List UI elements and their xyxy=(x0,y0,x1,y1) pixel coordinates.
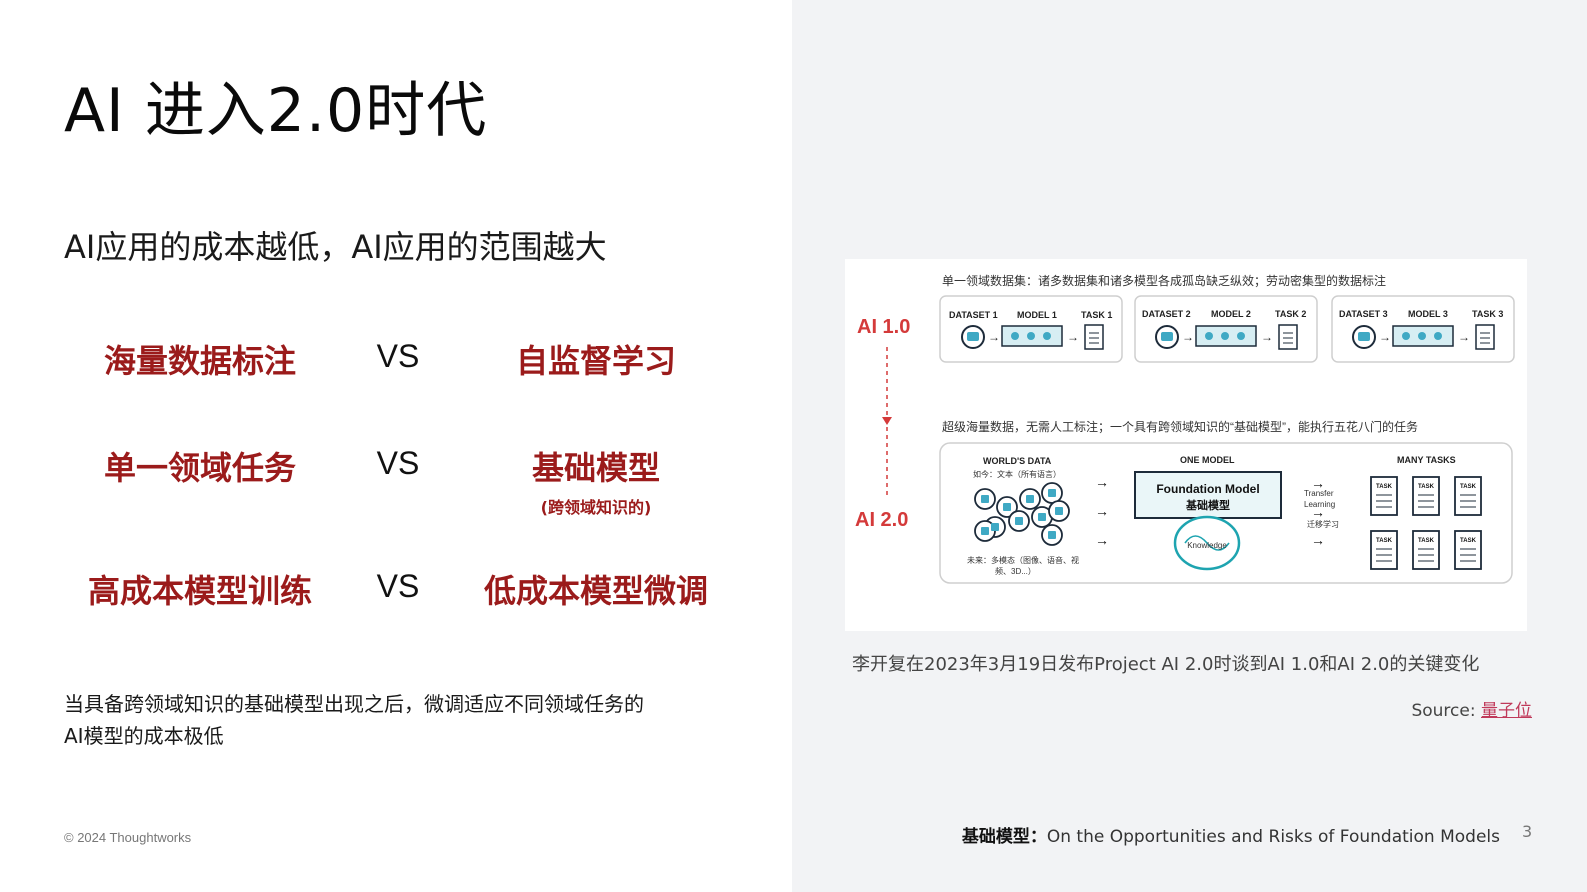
ai2-header: 超级海量数据，无需人工标注；一个具有跨领域知识的“基础模型”，能执行五花八门的任… xyxy=(942,419,1418,434)
knowledge-label: Knowledge xyxy=(1187,541,1227,550)
task-icon-label: TASK xyxy=(1376,538,1393,544)
arrow-icon: → xyxy=(1067,330,1079,344)
left-panel: AI 进入2.0时代 AI应用的成本越低，AI应用的范围越大 海量数据标注 VS… xyxy=(0,0,792,892)
comparison-left-1: 海量数据标注 xyxy=(103,342,296,380)
gear-icon xyxy=(1237,332,1245,340)
dataset-label: DATASET 2 xyxy=(1142,309,1191,319)
source-link[interactable]: 量子位 xyxy=(1481,701,1532,721)
body-note-line-1: 当具备跨领域知识的基础模型出现之后，微调适应不同领域任务的 xyxy=(64,692,644,716)
ai2-label: AI 2.0 xyxy=(855,509,908,531)
gear-icon xyxy=(1011,332,1019,340)
database-icon xyxy=(1161,332,1173,341)
gear-icon xyxy=(1027,332,1035,340)
comparison-vs-1: VS xyxy=(376,338,420,374)
comparison-vs-3: VS xyxy=(376,568,420,604)
transfer-line-1: Transfer xyxy=(1304,489,1334,498)
arrow-icon: → xyxy=(1311,504,1325,520)
model-label: MODEL 3 xyxy=(1408,309,1448,319)
comparison-note-2: (跨领域知识的) xyxy=(540,498,652,517)
task-clipboard-icon xyxy=(1084,324,1104,350)
copyright: © 2024 Thoughtworks xyxy=(64,830,192,845)
future-line-2: 频、3D...） xyxy=(995,566,1036,576)
arrow-icon: → xyxy=(1095,503,1109,519)
database-icon xyxy=(1358,332,1370,341)
database-icon xyxy=(967,332,979,341)
task-clipboard-icon: TASK xyxy=(1412,530,1440,570)
dataset-label: DATASET 1 xyxy=(949,310,998,320)
many-tasks-label: MANY TASKS xyxy=(1397,455,1456,465)
foundation-model-en: Foundation Model xyxy=(1156,482,1259,496)
task-icon-label: TASK xyxy=(1418,538,1435,544)
task-label: TASK 3 xyxy=(1472,309,1503,319)
ai1-header: 单一领域数据集：诸多数据集和诸多模型各成孤岛缺乏纵效；劳动密集型的数据标注 xyxy=(942,273,1386,288)
comparison-right-3: 低成本模型微调 xyxy=(483,572,708,610)
task-icon-label: TASK xyxy=(1460,538,1477,544)
comparison-vs-2: VS xyxy=(376,445,420,481)
gear-icon xyxy=(1418,332,1426,340)
arrow-icon: → xyxy=(1458,330,1470,344)
ai1-group-3: DATASET 3 MODEL 3 TASK 3 → → xyxy=(1331,295,1515,363)
future-line-1: 未来：多模态（图像、语音、视 xyxy=(967,555,1079,565)
arrow-icon: → xyxy=(1379,330,1391,344)
source-label: Source: xyxy=(1411,701,1476,721)
arrow-icon: → xyxy=(1261,330,1273,344)
worlds-data-sub: 如今：文本（所有语言） xyxy=(973,469,1061,479)
ai-evolution-figure: AI 1.0 AI 2.0 单一领域数据集：诸多数据集和诸多模型各成孤岛缺乏纵效… xyxy=(845,259,1527,631)
footer-reference: 基础模型：On the Opportunities and Risks of F… xyxy=(900,822,1500,847)
task-label: TASK 1 xyxy=(1081,310,1112,320)
body-note-line-2: AI模型的成本极低 xyxy=(64,724,224,748)
transfer-cn: 迁移学习 xyxy=(1307,519,1339,529)
ai1-label: AI 1.0 xyxy=(857,316,910,338)
one-model-label: ONE MODEL xyxy=(1180,455,1235,465)
body-note: 当具备跨领域知识的基础模型出现之后，微调适应不同领域任务的 AI模型的成本极低 xyxy=(64,688,744,752)
task-clipboard-icon: TASK xyxy=(1370,476,1398,516)
brain-fold xyxy=(1184,535,1230,551)
arrow-icon: → xyxy=(1311,475,1325,491)
task-clipboard-icon: TASK xyxy=(1454,530,1482,570)
task-clipboard-icon xyxy=(1475,324,1495,350)
comparison-right-1: 自监督学习 xyxy=(515,342,676,380)
page-number: 3 xyxy=(1522,822,1533,841)
gear-icon xyxy=(1402,332,1410,340)
task-icon-label: TASK xyxy=(1418,484,1435,490)
task-icon-label: TASK xyxy=(1376,484,1393,490)
task-clipboard-icon: TASK xyxy=(1370,530,1398,570)
arrow-icon: → xyxy=(1182,330,1194,344)
data-cluster-icon xyxy=(974,482,1070,546)
footer-reference-key: 基础模型： xyxy=(961,827,1047,847)
foundation-model-cn: 基础模型 xyxy=(1185,498,1230,512)
gear-icon xyxy=(1434,332,1442,340)
ai-transition-arrow-icon xyxy=(882,417,892,425)
dataset-label: DATASET 3 xyxy=(1339,309,1388,319)
task-icon-label: TASK xyxy=(1460,484,1477,490)
source-line: Source: 量子位 xyxy=(1100,696,1532,721)
ai1-group-2: DATASET 2 MODEL 2 TASK 2 → → xyxy=(1134,295,1318,363)
task-clipboard-icon: TASK xyxy=(1412,476,1440,516)
task-clipboard-icon xyxy=(1278,324,1298,350)
footer-reference-title: On the Opportunities and Risks of Founda… xyxy=(1046,827,1500,847)
many-tasks-grid: TASK TASK TASK TASK TASK xyxy=(1370,476,1482,570)
arrow-icon: → xyxy=(1095,532,1109,548)
task-label: TASK 2 xyxy=(1275,309,1306,319)
slide-title: AI 进入2.0时代 xyxy=(64,76,488,146)
model-label: MODEL 1 xyxy=(1017,310,1057,320)
task-clipboard-icon: TASK xyxy=(1454,476,1482,516)
slide-subtitle: AI应用的成本越低，AI应用的范围越大 xyxy=(64,228,607,266)
model-label: MODEL 2 xyxy=(1211,309,1251,319)
ai-evolution-diagram: AI 1.0 AI 2.0 单一领域数据集：诸多数据集和诸多模型各成孤岛缺乏纵效… xyxy=(855,273,1515,584)
gear-icon xyxy=(1221,332,1229,340)
figure-caption: 李开复在2023年3月19日发布Project AI 2.0时谈到AI 1.0和… xyxy=(852,654,1480,675)
comparison-left-2: 单一领域任务 xyxy=(103,449,296,487)
comparison-right-2: 基础模型 xyxy=(531,449,660,487)
ai1-group-1: DATASET 1 MODEL 1 TASK 1 → → xyxy=(939,295,1123,363)
arrow-icon: → xyxy=(1095,474,1109,490)
arrow-icon: → xyxy=(1311,532,1325,548)
transfer-line-2: Learning xyxy=(1304,500,1335,509)
worlds-data-label: WORLD'S DATA xyxy=(983,456,1052,466)
arrow-icon: → xyxy=(988,330,1000,344)
gear-icon xyxy=(1205,332,1213,340)
gear-icon xyxy=(1043,332,1051,340)
comparison-left-3: 高成本模型训练 xyxy=(87,572,312,610)
